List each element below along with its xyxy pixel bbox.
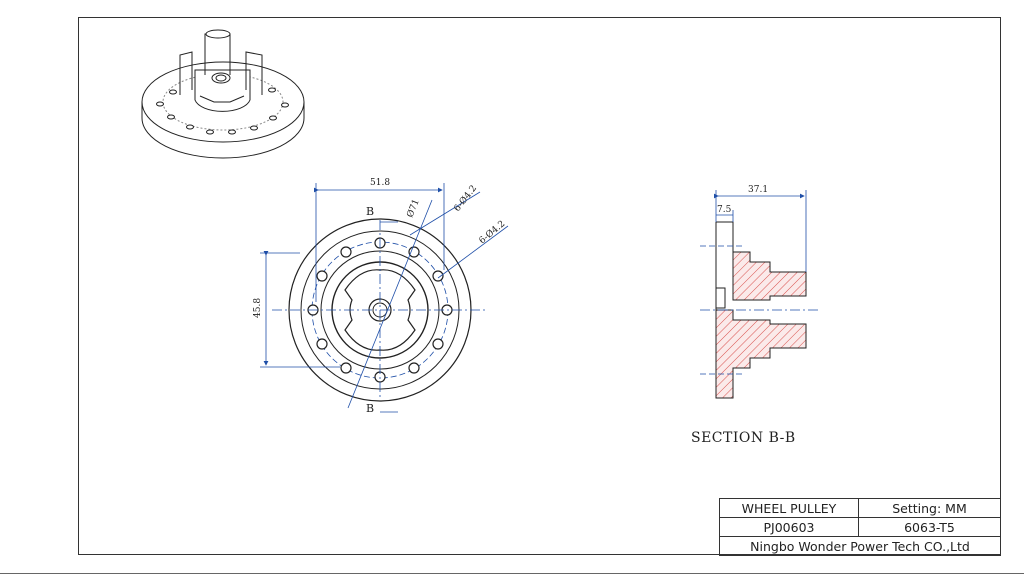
material: 6063-T5 [904,519,955,535]
drawing-frame [78,17,1001,555]
section-title: SECTION B-B [691,430,796,446]
dim-height-label: 45.8 [253,298,263,318]
dim-diameter-label: Ø71 [405,198,422,220]
dim-flange-label: 7.5 [717,205,732,215]
front-view: 51.8 45.8 Ø71 6-Ø4.2 6-Ø4.2 B B [253,178,509,415]
title-block-row-1: WHEEL PULLEY Setting: MM [720,499,1000,518]
dim-length-label: 37.1 [748,185,768,195]
dim-holes-label-1: 6-Ø4.2 [452,183,479,214]
page-edge-line [0,573,1024,574]
section-mark-bottom: B [366,402,374,415]
section-mark-top: B [366,205,374,218]
part-number: PJ00603 [720,518,859,536]
dim-holes-label-2: 6-Ø4.2 [477,218,507,246]
title-block: WHEEL PULLEY Setting: MM PJ00603 6063-T5… [719,498,1001,556]
title-block-row-2: PJ00603 6063-T5 [720,518,1000,537]
isometric-view [141,29,305,159]
title-block-row-3: Ningbo Wonder Power Tech CO.,Ltd [720,537,1000,555]
dim-width-label: 51.8 [370,178,390,188]
part-name: WHEEL PULLEY [720,499,859,517]
section-view: 37.1 7.5 [700,185,820,399]
company-name: Ningbo Wonder Power Tech CO.,Ltd [750,538,970,554]
unit-setting: Setting: MM [892,500,967,516]
